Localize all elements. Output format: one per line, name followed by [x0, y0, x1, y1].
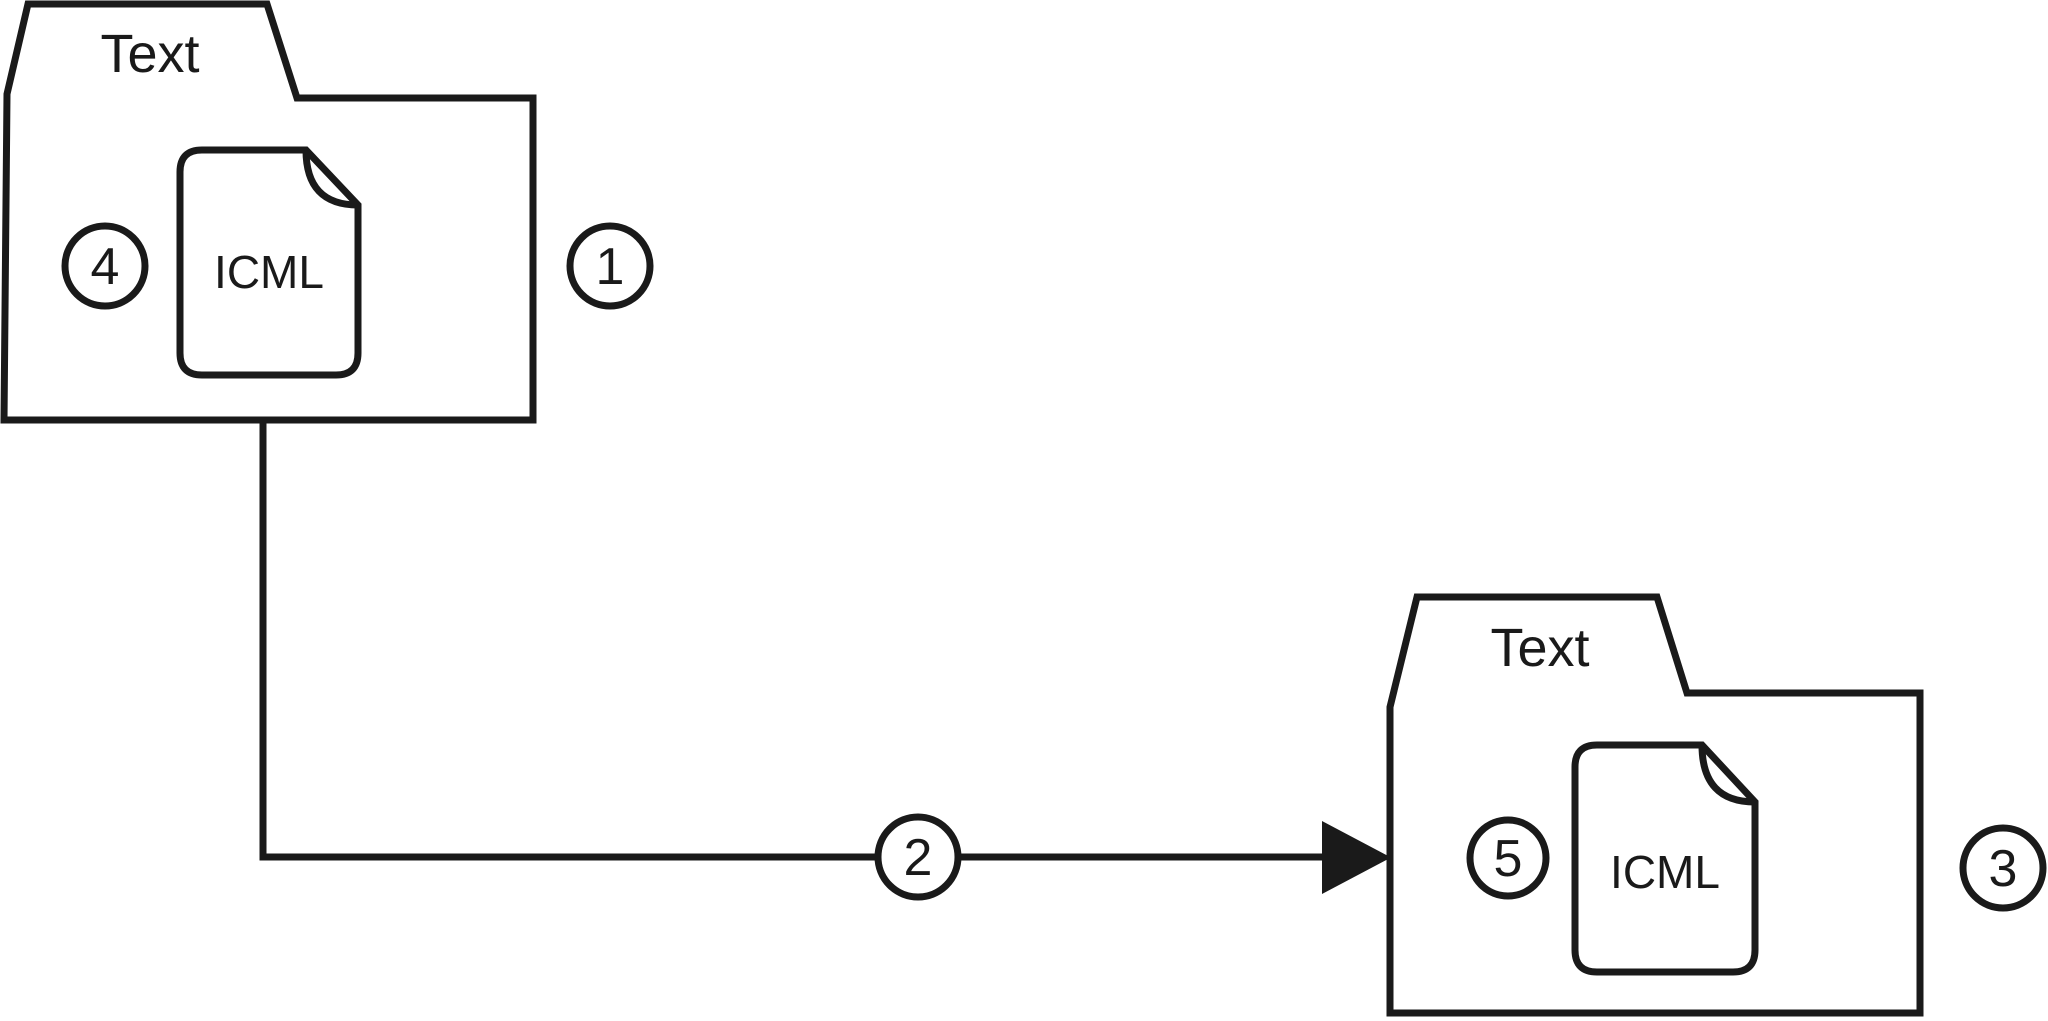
export-flow-connector: 2 [259, 420, 1391, 901]
step-5-number: 5 [1494, 830, 1523, 888]
source-folder-label: Text [100, 24, 199, 84]
step-2-number: 2 [904, 829, 933, 887]
arrow-head-icon [1322, 821, 1391, 894]
target-folder: Text ICML 5 [1386, 593, 1924, 1017]
step-4-badge-circle [61, 222, 149, 310]
source-folder: Text ICML 4 [0, 0, 537, 424]
step-1-badge: 1 [566, 222, 654, 310]
step-2-badge-circle [874, 813, 962, 901]
target-file-label: ICML [1610, 846, 1720, 898]
step-2-badge: 2 [874, 813, 962, 901]
source-icml-file: ICML [176, 146, 362, 379]
step-5-badge-circle [1466, 816, 1550, 900]
step-1-number: 1 [596, 238, 625, 296]
step-3-badge-circle [1959, 824, 2047, 912]
file-icon [1571, 741, 1759, 976]
step-4-number: 4 [91, 238, 120, 296]
target-icml-file: ICML [1571, 741, 1759, 976]
file-fold-corner-icon [302, 149, 359, 209]
step-5-badge: 5 [1466, 816, 1550, 900]
step-3-number: 3 [1989, 840, 2018, 898]
file-icon [176, 146, 362, 379]
target-folder-label: Text [1490, 618, 1589, 678]
file-fold-corner-icon [1698, 744, 1756, 806]
step-3-badge: 3 [1959, 824, 2047, 912]
step-4-badge: 4 [61, 222, 149, 310]
source-file-label: ICML [214, 246, 324, 298]
connector-line [259, 420, 1330, 861]
step-1-badge-circle [566, 222, 654, 310]
